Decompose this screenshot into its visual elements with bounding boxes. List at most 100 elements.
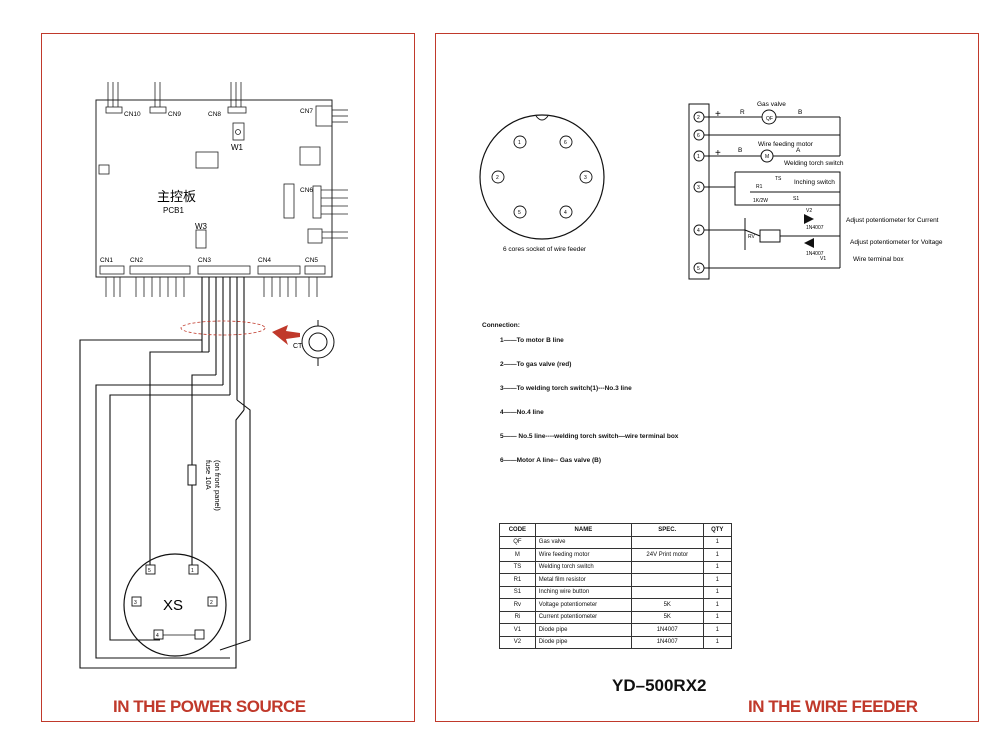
- table-cell: [630, 560, 704, 574]
- inching-label: Inching switch: [794, 179, 835, 186]
- connection-item-3: 3——To welding torch switch(1)---No.3 lin…: [500, 385, 632, 392]
- wire-motor-symbol: [760, 149, 774, 163]
- cn5-label: CN5: [305, 257, 318, 264]
- table-cell: Wire feeding motor: [534, 548, 632, 562]
- connection-item-1: 1——To motor B line: [500, 337, 564, 344]
- table-cell: V2: [499, 635, 536, 649]
- table-header-row: CODE NAME SPEC. QTY: [499, 523, 733, 537]
- b-mid-label: B: [738, 147, 742, 154]
- table-cell: R1: [499, 573, 536, 587]
- table-cell: Inching wire button: [534, 585, 632, 599]
- adj-voltage-label: Adjust potentiometer for Voltage: [850, 239, 943, 246]
- diode-v1-icon: [804, 238, 814, 248]
- diode2-label: 1N4007: [806, 251, 824, 257]
- table-cell: 5K: [630, 610, 704, 624]
- xs-pin-1: 1: [191, 568, 194, 574]
- xs-pin-5: 5: [148, 568, 151, 574]
- adj-current-label: Adjust potentiometer for Current: [846, 217, 939, 224]
- ct-arrow-icon: [272, 325, 300, 345]
- main-pcb-board: [95, 99, 333, 278]
- terminal-6: 6: [697, 133, 700, 139]
- socket-caption: 6 cores socket of wire feeder: [503, 246, 587, 253]
- ct-sensor-ring: [180, 320, 266, 336]
- xs-pin-4: 4: [156, 633, 159, 639]
- v1-label: V1: [820, 256, 826, 262]
- socket-pin-4: 4: [564, 210, 567, 216]
- cn10-label: CN10: [124, 111, 141, 118]
- pcb-title: 主控板: [157, 189, 196, 204]
- v2-label: V2: [806, 208, 812, 214]
- table-cell: Voltage potentiometer: [534, 598, 632, 612]
- connection-item-4: 4——No.4 line: [500, 409, 544, 416]
- w1-label: W1: [231, 143, 244, 152]
- xs-pin-3: 3: [134, 600, 137, 606]
- socket-pin-6: 6: [564, 140, 567, 146]
- cn8-label: CN8: [208, 111, 221, 118]
- table-cell: 1: [702, 610, 733, 624]
- pcb-subtitle: PCB1: [163, 206, 184, 215]
- xs-label: XS: [163, 597, 183, 614]
- terminal-number-labels: 2 6 1 3 4 5: [697, 115, 700, 272]
- table-cell: Diode pipe: [534, 623, 632, 637]
- table-cell: Diode pipe: [534, 635, 632, 649]
- qf-symbol-label: QF: [766, 116, 773, 122]
- terminal-4: 4: [697, 228, 700, 234]
- cn1-label: CN1: [100, 257, 113, 264]
- table-cell: [630, 535, 704, 549]
- fuse-labels: fuse 10A (on front panel): [204, 460, 222, 511]
- rv-label: RV: [748, 234, 756, 240]
- cn6-label: CN6: [300, 187, 313, 194]
- r-label: R: [740, 109, 745, 116]
- table-cell: 1N4007: [630, 635, 704, 649]
- xs-socket: [123, 553, 227, 657]
- plus-mid-icon: +: [715, 148, 721, 159]
- w3-label: W3: [195, 222, 208, 231]
- power-source-footer: IN THE POWER SOURCE: [113, 697, 306, 716]
- table-header-name: NAME: [534, 523, 632, 537]
- terminal-3: 3: [697, 185, 700, 191]
- terminal-box-label: Wire terminal box: [853, 256, 904, 263]
- table-cell: Gas valve: [534, 535, 632, 549]
- socket-pin-3: 3: [584, 175, 587, 181]
- fuse-note: (on front panel): [213, 460, 222, 511]
- table-cell: Rv: [499, 598, 536, 612]
- gas-valve-symbol: [761, 109, 777, 125]
- table-cell: 24V Print motor: [630, 548, 704, 562]
- fuse-label: fuse 10A: [204, 460, 213, 490]
- cn2-label: CN2: [130, 257, 143, 264]
- connection-title: Connection:: [482, 322, 520, 329]
- wire-feeder-panel: [435, 33, 979, 722]
- cn4-label: CN4: [258, 257, 271, 264]
- table-cell: 1: [702, 623, 733, 637]
- terminal-strip: [688, 103, 710, 280]
- table-cell: M: [499, 548, 536, 562]
- table-cell: S1: [499, 585, 536, 599]
- table-header-code: CODE: [499, 523, 536, 537]
- diode-v2-icon: [804, 214, 814, 224]
- r1-label: R1: [756, 184, 763, 190]
- cn3-label: CN3: [198, 257, 211, 264]
- connection-item-5: 5—— No.5 line----welding torch switch—wi…: [500, 433, 679, 440]
- table-cell: 5K: [630, 598, 704, 612]
- terminal-2: 2: [697, 115, 700, 121]
- power-source-panel: [41, 33, 415, 722]
- table-cell: 1: [702, 585, 733, 599]
- table-cell: [630, 573, 704, 587]
- socket-pin-2: 2: [496, 175, 499, 181]
- torch-switch-label: Welding torch switch: [784, 160, 844, 167]
- table-header-spec: SPEC.: [630, 523, 704, 537]
- table-cell: Current potentiometer: [534, 610, 632, 624]
- connection-item-2: 2——To gas valve (red): [500, 361, 572, 368]
- table-cell: QF: [499, 535, 536, 549]
- wire-feeder-footer: IN THE WIRE FEEDER: [748, 697, 918, 716]
